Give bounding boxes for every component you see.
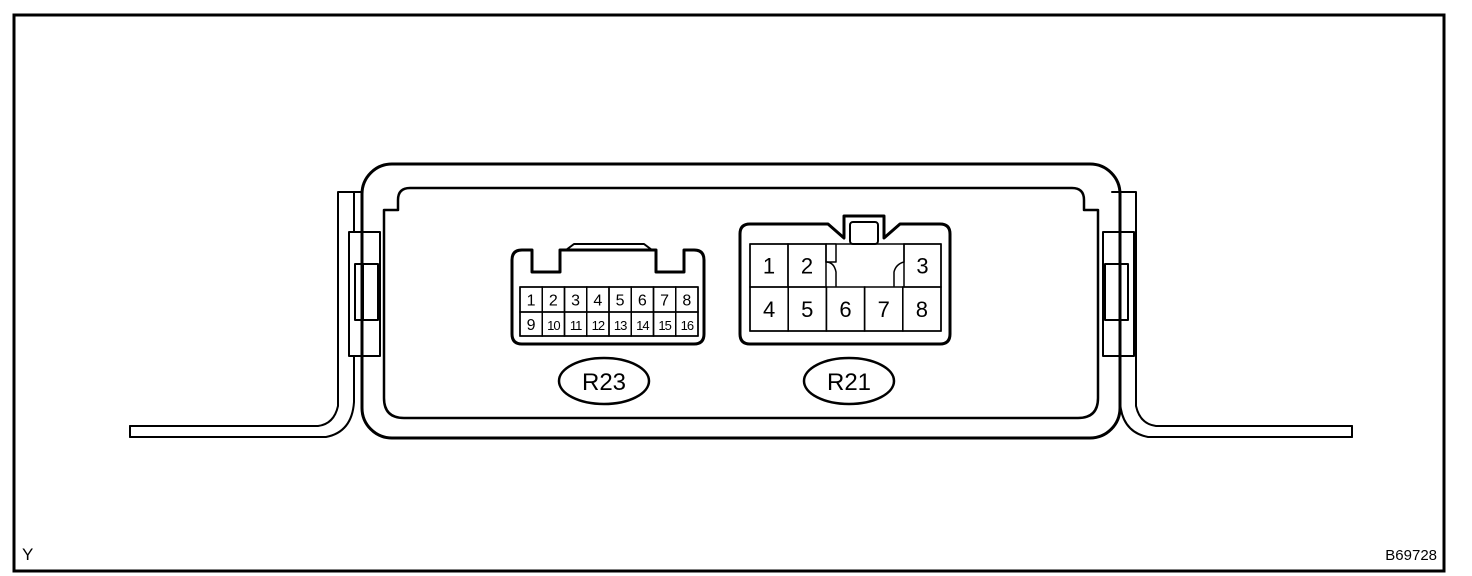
- connector-label-text: R21: [827, 369, 871, 396]
- r21-pin-number: 5: [801, 297, 813, 322]
- r21-pin-number: 7: [878, 297, 890, 322]
- r23-pin-number: 11: [570, 318, 582, 333]
- right-mounting-bracket: [1102, 191, 1353, 438]
- connector-label-r23: R23: [557, 356, 651, 406]
- r23-pin-number: 2: [549, 293, 558, 310]
- figure-code: B69728: [1385, 547, 1437, 564]
- r21-pin-cell: [902, 286, 942, 332]
- connector-label-r21: R21: [802, 356, 896, 406]
- figure-frame: [12, 13, 1446, 573]
- r23-pin-number: 7: [660, 293, 669, 310]
- connector-r21: 1 2 3 4 5 6 7 8: [738, 214, 952, 346]
- r23-pin-number: 13: [614, 318, 627, 333]
- r21-pin-number: 6: [839, 297, 851, 322]
- r23-pin-number: 16: [681, 318, 694, 333]
- r23-pin-cell: [675, 311, 699, 337]
- r23-pin-number: 4: [593, 293, 602, 310]
- r23-pin-number: 1: [527, 293, 536, 310]
- r23-pin-number: 8: [682, 293, 691, 310]
- r23-pin-number: 10: [547, 318, 560, 333]
- r23-pin-number: 6: [638, 293, 647, 310]
- r21-pin-number: 8: [916, 297, 928, 322]
- r23-pin-number: 9: [527, 317, 536, 334]
- r21-pin-number: 4: [763, 297, 775, 322]
- r21-pin-number: 3: [916, 254, 928, 279]
- left-mounting-bracket: [129, 191, 381, 438]
- r23-pin-number: 15: [658, 318, 671, 333]
- ecu-housing: [360, 162, 1122, 440]
- r21-pin-number: 1: [763, 254, 775, 279]
- r21-pin-grid: 1 2 3 4 5 6 7 8: [749, 243, 942, 332]
- r23-pin-number: 3: [571, 293, 580, 310]
- corner-letter: Y: [22, 545, 33, 564]
- r21-pin-number: 2: [801, 254, 813, 279]
- r23-pin-number: 12: [592, 318, 605, 333]
- connector-label-text: R23: [582, 369, 626, 396]
- r23-pin-number: 14: [636, 318, 649, 333]
- r23-pin-number: 5: [616, 293, 625, 310]
